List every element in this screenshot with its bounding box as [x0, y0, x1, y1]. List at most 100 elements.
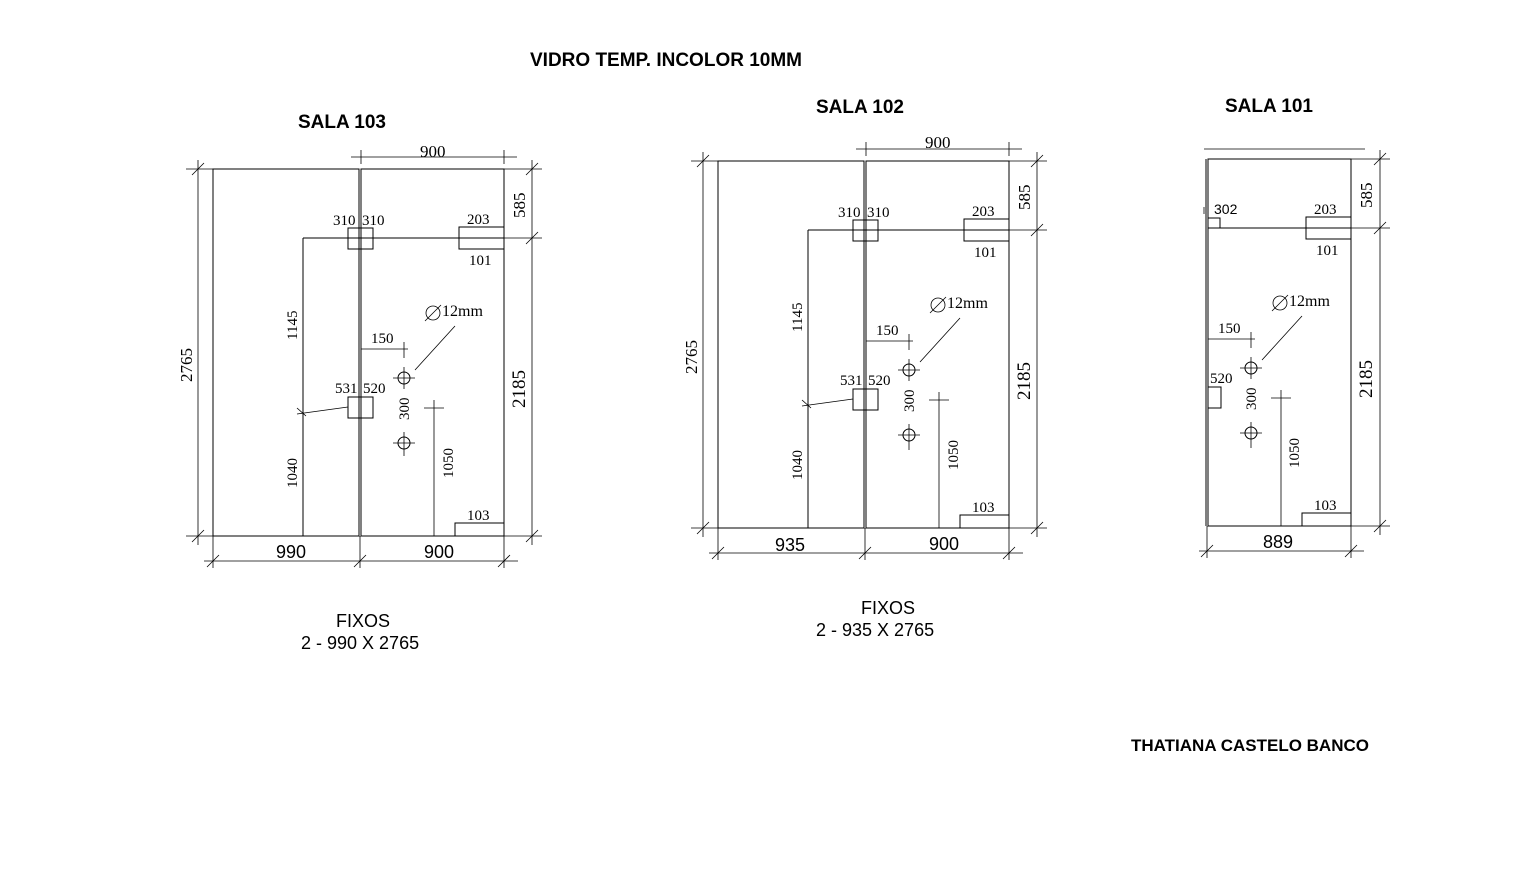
dim-mid-lock-right: 520: [868, 373, 891, 389]
dim-tick: [1030, 223, 1044, 237]
dim-tick: [525, 162, 539, 176]
fixed-panel: [717, 160, 865, 529]
dim-upper-height: 1145: [790, 303, 806, 332]
hole-diameter-label: 12mm: [1289, 293, 1330, 310]
dim-bottom-right: 900: [929, 534, 959, 554]
fixed-panel: [212, 168, 360, 537]
diameter-icon: [1272, 295, 1288, 311]
dim-top-offset: 585: [1015, 185, 1034, 211]
leader-line: [919, 317, 961, 363]
dim-tick: [296, 407, 307, 417]
dim-bottom-patch: 103: [972, 500, 995, 516]
room-title: SALA 101: [1225, 96, 1313, 117]
dim-top-width: 900: [925, 133, 951, 152]
bottom-pivot-patch: [1301, 512, 1351, 526]
dim-tick: [191, 529, 205, 543]
dim-right-height: 2185: [509, 370, 530, 408]
dim-patch-top: 203: [467, 212, 490, 228]
dim-lock-right: 310: [362, 213, 385, 229]
dim-top-width: 900: [420, 142, 446, 161]
dim-tick: [711, 546, 725, 560]
fixed-label: FIXOS: [336, 611, 390, 631]
dim-handle-spacing: 300: [1244, 388, 1260, 411]
diameter-icon: [425, 305, 441, 321]
dim-tick: [191, 162, 205, 176]
dim-mid-lock-left: 531: [335, 381, 358, 397]
dim-patch-top: 203: [972, 204, 995, 220]
room-title: SALA 103: [298, 112, 386, 133]
dim-tick: [858, 546, 872, 560]
top-lock-patch: [852, 219, 879, 242]
dim-patch-bottom: 101: [974, 245, 997, 261]
dim-tick: [1030, 521, 1044, 535]
top-lock-patch: [347, 227, 374, 250]
leader-line: [414, 325, 456, 371]
dim-patch-bottom: 101: [1316, 243, 1339, 259]
fixed-label: FIXOS: [861, 598, 915, 618]
fixed-spec: 2 - 935 X 2765: [816, 620, 934, 640]
mid-lock-patch: [347, 396, 374, 419]
dim-top-offset: 585: [1357, 183, 1376, 209]
fixed-spec: 2 - 990 X 2765: [301, 633, 419, 653]
dim-bottom-patch: 103: [467, 508, 490, 524]
dim-handle-height: 1050: [946, 440, 962, 470]
room-sala-102: SALA 102 900 2765 585 2185 310 310 203 1…: [682, 97, 1047, 640]
dim-bottom-width: 889: [1263, 532, 1293, 552]
dim-mid-lock-right: 520: [363, 381, 386, 397]
door-leaf: [1207, 158, 1352, 527]
bottom-pivot-patch: [959, 514, 1009, 528]
dim-bottom-left: 935: [775, 535, 805, 555]
top-pivot-patch: [1305, 216, 1352, 240]
dim-handle-offset: 150: [371, 331, 394, 347]
dim-tick: [206, 554, 220, 568]
dim-lock: 302: [1214, 201, 1238, 217]
hole-diameter-label: 12mm: [947, 295, 988, 312]
dim-handle-spacing: 300: [902, 390, 918, 413]
dim-total-height: 2765: [177, 348, 196, 382]
dim-lower-height: 1040: [790, 450, 806, 480]
door-leaf: [865, 160, 1010, 529]
leader-line: [1261, 315, 1303, 361]
leader-line: [801, 398, 854, 407]
dim-tick: [525, 231, 539, 245]
dim-right-height: 2185: [1356, 360, 1377, 398]
dim-handle-height: 1050: [1287, 438, 1303, 468]
dim-upper-height: 1145: [285, 311, 301, 340]
dim-bottom-right: 900: [424, 542, 454, 562]
dim-handle-offset: 150: [1218, 321, 1241, 337]
dim-mid-lock-left: 531: [840, 373, 863, 389]
dim-patch-bottom: 101: [469, 253, 492, 269]
top-pivot-patch: [458, 226, 505, 250]
dim-lock-left: 310: [838, 205, 861, 221]
dim-tick: [696, 154, 710, 168]
dim-tick: [1002, 546, 1016, 560]
dim-tick: [353, 554, 367, 568]
dim-tick: [525, 529, 539, 543]
dim-top-offset: 585: [510, 193, 529, 219]
diameter-icon: [1271, 294, 1289, 312]
dim-right-height: 2185: [1014, 362, 1035, 400]
dim-lock-left: 310: [333, 213, 356, 229]
dim-patch-top: 203: [1314, 202, 1337, 218]
author-name: THATIANA CASTELO BANCO: [1131, 736, 1369, 755]
hole-diameter-label: 12mm: [442, 303, 483, 320]
dim-tick: [1373, 221, 1387, 235]
dim-tick: [1373, 152, 1387, 166]
dim-tick: [1373, 519, 1387, 533]
dim-mid-lock: 520: [1210, 371, 1233, 387]
dim-bottom-left: 990: [276, 542, 306, 562]
dim-total-height: 2765: [682, 340, 701, 374]
diameter-icon: [929, 296, 947, 314]
diameter-icon: [424, 304, 442, 322]
room-sala-101: SALA 101 585 2185 302 203 101 150 300 52…: [1199, 96, 1390, 558]
mid-lock-patch: [1208, 386, 1222, 409]
dim-tick: [1200, 544, 1214, 558]
dim-lock-right: 310: [867, 205, 890, 221]
dim-handle-spacing: 300: [397, 398, 413, 421]
dim-bottom-patch: 103: [1314, 498, 1337, 514]
top-pivot-patch: [963, 218, 1010, 242]
leader-line: [296, 406, 349, 415]
diameter-icon: [930, 297, 946, 313]
door-leaf: [360, 168, 505, 537]
